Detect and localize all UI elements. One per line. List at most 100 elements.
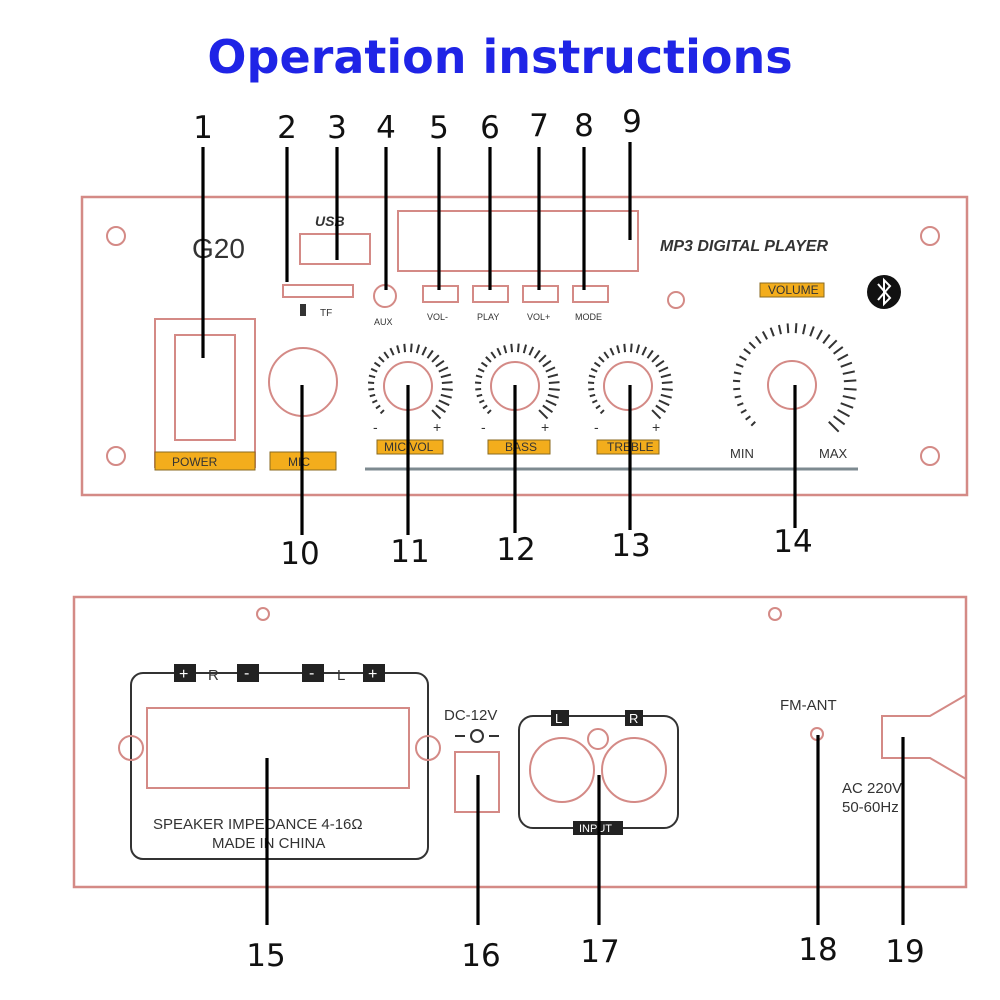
callout-14: 14 [773, 524, 812, 560]
bass-dial-tick [538, 354, 547, 363]
volume-dial-tick [843, 387, 857, 391]
bass-dial-tick [528, 346, 535, 356]
input-label: INPUT [579, 823, 612, 835]
mic-vol-dial-tick [371, 399, 378, 404]
callout-18: 18 [798, 932, 837, 968]
screw-icon [106, 446, 126, 466]
speaker-terminal-strip[interactable] [146, 707, 410, 789]
mic-vol-dial-tick [409, 343, 413, 353]
bass-label: BASS [505, 440, 537, 454]
input-l-jack[interactable] [529, 737, 595, 803]
dc-polarity-icon [470, 729, 484, 743]
tf-card-slot[interactable] [282, 284, 354, 298]
volume-dial-tick [740, 409, 747, 414]
volume-dial-tick [837, 409, 850, 418]
terminal-plus-icon [174, 664, 196, 682]
volume-dial-tick [794, 323, 798, 334]
back-panel: + R - - L + SPEAKER IMPEDANCE 4-16Ω MADE… [72, 595, 968, 889]
fm-ant-label: FM-ANT [780, 697, 837, 714]
bass-dial-tick [510, 343, 514, 353]
mode-button[interactable] [572, 285, 609, 303]
volume-dial-tick [837, 353, 849, 361]
mic-vol-dial-tick [403, 343, 407, 353]
volume-dial-tick [822, 334, 831, 344]
input-r-jack[interactable] [601, 737, 667, 803]
bass-dial-tick [503, 345, 508, 354]
screw-icon [106, 226, 126, 246]
volume-dial-tick [809, 326, 815, 337]
bass-dial-tick [522, 344, 528, 354]
mode-label: MODE [575, 312, 602, 322]
input-r-badge [625, 710, 643, 726]
mic-vol-dial-tick [438, 366, 449, 373]
model-label: G20 [192, 233, 245, 264]
callout-8: 8 [574, 108, 594, 144]
volume-dial-tick [754, 335, 762, 344]
mic-vol-dial-tick [375, 404, 381, 410]
mount-hole [415, 735, 441, 761]
callout-19: 19 [885, 934, 924, 970]
treble-dial-tick [591, 399, 598, 404]
callout-numbers: 1 2 3 4 5 6 7 8 9 10 11 12 13 14 15 16 1… [193, 104, 925, 974]
screw-icon [256, 607, 270, 621]
volume-dial-tick [786, 323, 790, 334]
front-panel: G20 USB TF AUX MP3 DIGITAL PLAYER VOL- P… [80, 195, 969, 497]
bass-dial-tick [482, 404, 488, 410]
treble-dial-tick [609, 347, 615, 356]
screw-icon [920, 226, 940, 246]
treble-dial-tick [660, 393, 672, 399]
mic-vol-dial-tick [368, 374, 376, 379]
mic-vol-dial-tick [396, 345, 401, 354]
terminal-minus-icon [302, 664, 324, 682]
callout-16: 16 [461, 938, 500, 974]
mic-vol-dial-tick [415, 344, 421, 354]
bass-dial-tick [545, 399, 557, 407]
volume-dial-tick [761, 331, 768, 340]
vol-minus-label: VOL- [427, 312, 448, 322]
usb-port[interactable] [299, 233, 371, 265]
treble-label-plate [596, 439, 660, 455]
mic-vol-dial-tick [431, 409, 442, 420]
dc-label: DC-12V [444, 707, 497, 724]
bass-dial-tick [496, 347, 502, 356]
treble-dial-tick [651, 354, 660, 363]
terminal-plus-sign: + [368, 666, 377, 683]
volume-dial-tick [833, 415, 846, 426]
bass-dial-tick [547, 373, 559, 379]
bass-dial-tick [485, 356, 492, 363]
ac-frequency-label: 50-60Hz [842, 799, 899, 816]
callout-6: 6 [480, 110, 500, 146]
volume-dial-tick [833, 346, 844, 355]
max-label: MAX [819, 446, 848, 461]
volume-dial-tick [842, 395, 856, 400]
treble-dial-tick [588, 374, 596, 379]
mic-vol-dial-tick [435, 404, 447, 414]
callout-7: 7 [529, 108, 549, 144]
volume-knob[interactable] [767, 360, 817, 410]
bass-dial-tick [477, 367, 485, 373]
treble-dial-tick [651, 409, 662, 420]
power-switch[interactable] [174, 334, 236, 441]
terminal-minus-sign: - [244, 665, 249, 682]
treble-dial-tick [593, 361, 601, 368]
volume-dial-tick [738, 355, 747, 361]
bass-dial-tick [486, 409, 492, 415]
callout-4: 4 [376, 110, 396, 146]
bass-dial-tick [516, 343, 520, 353]
volume-dial-tick [745, 415, 751, 421]
mic-vol-dial-tick [431, 354, 440, 363]
treble-dial-tick [590, 367, 598, 373]
callout-12: 12 [496, 532, 535, 568]
bluetooth-symbol [877, 277, 892, 307]
mic-vol-dial-tick [440, 393, 452, 399]
treble-knob[interactable] [603, 361, 653, 411]
bass-dial-tick [533, 349, 541, 359]
page-title: Operation instructions [207, 30, 793, 84]
input-l-badge [551, 710, 569, 726]
callout-2: 2 [277, 110, 297, 146]
bass-plus: + [541, 419, 549, 435]
volume-dial-tick [733, 371, 742, 375]
treble-dial-tick [588, 387, 595, 391]
input-r-label: R [629, 711, 638, 726]
speaker-terminal-block [130, 672, 429, 860]
